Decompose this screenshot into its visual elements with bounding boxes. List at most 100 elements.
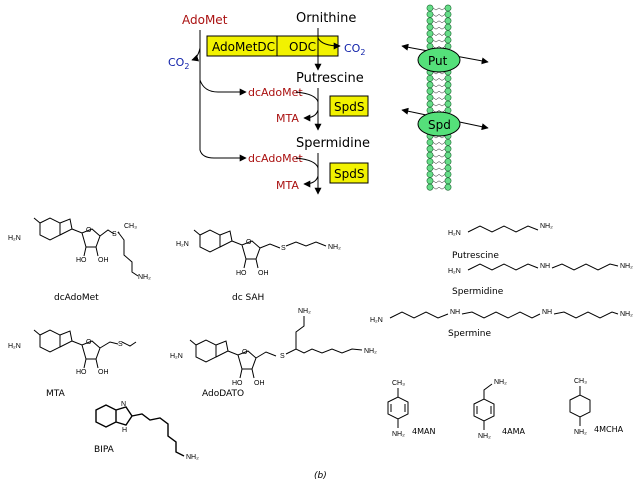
lipid-head	[426, 4, 434, 12]
lipid-head	[444, 170, 452, 178]
lipid-tail	[432, 90, 446, 94]
spds-2-box	[329, 162, 369, 184]
lipid-head	[444, 183, 452, 191]
svg-text:OH: OH	[254, 380, 265, 387]
svg-text:NH₂: NH₂	[364, 348, 377, 355]
lipid-head	[426, 164, 434, 172]
lipid-head	[426, 158, 434, 165]
svg-text:NH₂: NH₂	[298, 308, 311, 315]
lipid-tail	[432, 26, 446, 30]
svg-text:H₂N: H₂N	[170, 353, 183, 360]
svg-text:O: O	[242, 349, 248, 356]
dcadomet-structure: H₂N O S⁺ CH₃ NH₂ OH HO dcAdoMet	[8, 217, 151, 303]
dcsah-name: dc SAH	[232, 293, 264, 303]
lipid-head	[444, 17, 452, 25]
svg-text:S: S	[280, 353, 285, 360]
svg-text:O: O	[86, 227, 92, 234]
lipid-head	[444, 177, 452, 185]
spermidine-label: Spermidine	[296, 136, 370, 151]
lipid-head	[426, 170, 434, 178]
lipid-tail	[432, 7, 446, 11]
lipid-head	[444, 164, 452, 172]
svg-text:HO: HO	[76, 369, 87, 376]
lipid-head	[444, 145, 452, 153]
dcsah-structure: H₂N O S NH₂ OH HO dc SAH	[176, 229, 341, 303]
svg-text:S: S	[281, 245, 286, 252]
spermine-structure: H₂N NH NH NH₂ Spermine	[370, 309, 633, 339]
lipid-head	[444, 158, 452, 165]
mta-2-label: MTA	[276, 179, 299, 192]
bipa-structure: N H NH₂ BIPA	[94, 401, 199, 461]
lipid-tail	[432, 39, 446, 43]
lipid-bilayer	[426, 4, 452, 191]
svg-text:H₂N: H₂N	[370, 317, 383, 324]
figure-caption: (b)	[314, 471, 327, 481]
adodato-structure: H₂N O S NH₂ NH₂ OH HO AdoDATO	[170, 308, 377, 399]
4man-name: 4MAN	[412, 427, 435, 436]
lipid-tail	[432, 174, 446, 177]
svg-text:CH₃: CH₃	[124, 223, 137, 230]
lipid-head	[426, 10, 434, 18]
spd-label: Spd	[428, 118, 451, 132]
svg-text:NH₂: NH₂	[478, 433, 491, 440]
svg-text:NH: NH	[540, 263, 550, 270]
lipid-head	[426, 23, 434, 31]
structures: H₂N O S⁺ CH₃ NH₂ OH HO dcAdoMet H₂N O S …	[8, 217, 633, 461]
putrescine-structure: H₂N NH₂ Putrescine	[448, 223, 553, 261]
mta-1-label: MTA	[276, 112, 299, 125]
mta-2-branch	[303, 175, 319, 188]
svg-text:H: H	[122, 427, 127, 434]
svg-text:HO: HO	[76, 257, 87, 264]
4mcha-structure: CH₃ NH₂ 4MCHA	[569, 378, 624, 436]
co2-left-branch	[191, 47, 201, 62]
svg-text:H₂N: H₂N	[176, 241, 189, 248]
svg-text:S: S	[118, 341, 123, 348]
put-label: Put	[428, 54, 448, 68]
lipid-tail	[432, 97, 446, 100]
ornithine-label: Ornithine	[296, 11, 356, 26]
spd-transport-arrow-back	[401, 107, 413, 115]
lipid-head	[444, 94, 452, 101]
lipid-head	[426, 138, 434, 146]
lipid-tail	[432, 167, 446, 171]
svg-text:S⁺: S⁺	[112, 231, 121, 238]
lipid-head	[426, 75, 434, 82]
lipid-tail	[432, 84, 446, 88]
lipid-head	[426, 177, 434, 185]
odc-label: ODC	[289, 40, 316, 54]
co2-left-label: CO2	[168, 56, 189, 71]
4ama-structure: NH₂ NH₂ 4AMA	[473, 379, 525, 440]
svg-text:HO: HO	[232, 380, 243, 387]
spds-1-box	[329, 95, 369, 117]
lipid-head	[444, 36, 452, 44]
lipid-tail	[432, 148, 446, 152]
adomet-line	[199, 30, 247, 162]
svg-text:O: O	[86, 339, 92, 346]
svg-text:HO: HO	[236, 270, 247, 277]
svg-text:H₂N: H₂N	[448, 230, 461, 237]
lipid-head	[444, 87, 452, 95]
lipid-head	[426, 36, 434, 44]
spermidine-name: Spermidine	[452, 287, 504, 297]
spds-2-label: SpdS	[334, 167, 364, 181]
lipid-head	[426, 94, 434, 101]
spd-transporter	[417, 111, 461, 137]
bipa-name: BIPA	[94, 445, 115, 455]
lipid-head	[426, 145, 434, 153]
put-transport-arrow-back	[401, 43, 413, 51]
adometdc-label: AdoMetDC	[212, 40, 275, 54]
lipid-head	[444, 81, 452, 89]
lipid-head	[444, 75, 452, 82]
mta-name: MTA	[46, 389, 66, 399]
lipid-head	[444, 10, 452, 18]
spermine-name: Spermine	[448, 329, 491, 339]
lipid-head	[426, 17, 434, 25]
spermidine-structure: H₂N NH NH₂ Spermidine	[448, 263, 633, 297]
putrescine-label: Putrescine	[296, 71, 364, 86]
lipid-tail	[432, 14, 446, 17]
4mcha-name: 4MCHA	[594, 425, 624, 434]
svg-text:OH: OH	[258, 270, 269, 277]
pathway-diagram: AdoMet Ornithine AdoMetDC ODC CO2 CO2 Pu…	[168, 11, 370, 195]
dcadomet-1-label: dcAdoMet	[248, 86, 303, 99]
mta-structure: H₂N O S OH HO MTA	[8, 329, 137, 399]
